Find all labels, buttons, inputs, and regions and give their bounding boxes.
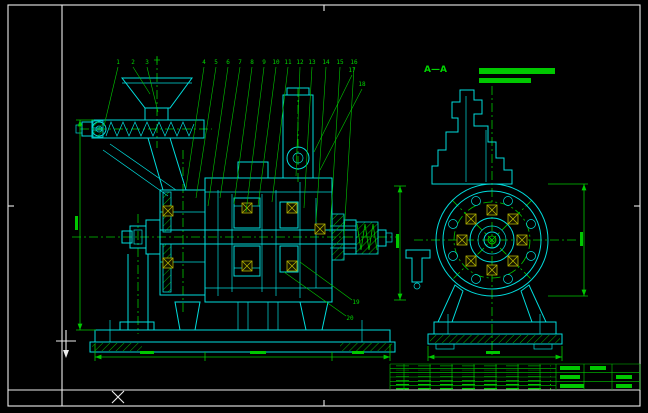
machine-base: [89, 301, 396, 353]
callout-number: 14: [322, 59, 330, 66]
callout-number: 20: [346, 315, 354, 322]
callout-number: 4: [202, 59, 206, 66]
callout-number: 8: [250, 59, 254, 66]
legend-bar: [479, 78, 531, 83]
input-shaft: [119, 219, 161, 331]
callout-number: 3: [145, 59, 149, 66]
callout-number: 7: [238, 59, 242, 66]
title-block-grid: [389, 363, 641, 390]
callout-number: 10: [272, 59, 280, 66]
title-block: [389, 363, 641, 390]
end-view: A—A: [405, 65, 578, 356]
bearing-icon: [162, 257, 174, 269]
end-view-base: [427, 284, 563, 350]
callout-number: 13: [308, 59, 316, 66]
datum-arrow-icon: [56, 330, 76, 358]
part-callouts: 1 2 3 4 5 6 7 8 9 10 11 12 13 14 15 16 1…: [103, 59, 366, 322]
drawing-frame: [7, 4, 641, 407]
callout-number: 17: [348, 67, 356, 74]
bearing-icon: [465, 255, 477, 267]
bearing-icon: [507, 213, 519, 225]
callout-number: 12: [296, 59, 304, 66]
callout-number: 2: [131, 59, 135, 66]
bearing-icon: [286, 260, 298, 272]
bearing-icon: [507, 255, 519, 267]
callout-number: 15: [336, 59, 344, 66]
bearing-icon: [465, 213, 477, 225]
feed-chute: [102, 137, 187, 197]
bearing-icon: [456, 234, 468, 246]
bearing-icon: [241, 260, 253, 272]
callout-number: 6: [226, 59, 230, 66]
center-cross-icon: [154, 57, 160, 63]
bearing-icon: [314, 223, 326, 235]
bearing-icon: [486, 264, 498, 276]
callout-number: 11: [284, 59, 292, 66]
callout-number: 19: [352, 299, 360, 306]
dimension-annotations: [75, 119, 588, 361]
callout-number: 9: [262, 59, 266, 66]
bearing-icon: [486, 204, 498, 216]
legend-bar: [479, 68, 555, 74]
callout-number: 18: [358, 81, 366, 88]
end-flange: [435, 183, 549, 297]
bearing-icon: [162, 205, 174, 217]
bearing-icon: [516, 234, 528, 246]
side-bracket: [405, 249, 431, 290]
callout-number: 1: [116, 59, 120, 66]
section-label: A—A: [424, 65, 447, 75]
output-coupling: [331, 213, 393, 261]
end-view-housing: [431, 89, 513, 185]
callout-number: 5: [214, 59, 218, 66]
callout-number: 16: [350, 59, 358, 66]
side-section-view: [72, 56, 396, 353]
cross-mark-icon: [111, 390, 125, 404]
gearbox-body: [160, 87, 356, 303]
title-block-text-marks: [393, 365, 632, 390]
bearing-icon: [286, 202, 298, 214]
